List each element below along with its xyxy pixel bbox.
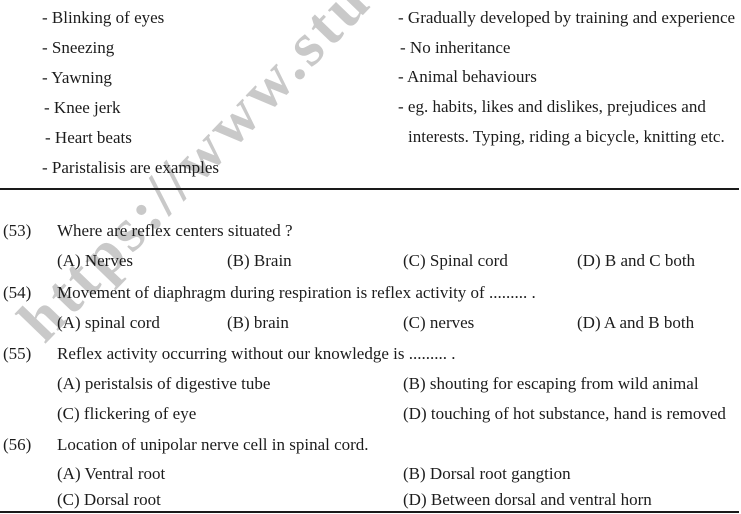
note-item: - Heart beats (45, 128, 132, 147)
option: (C) flickering of eye (57, 404, 197, 423)
note-item: - eg. habits, likes and dislikes, prejud… (398, 97, 706, 116)
note-item: - Animal behaviours (398, 67, 537, 86)
note-item: - Sneezing (42, 38, 115, 57)
option: (B) Dorsal root gangtion (403, 464, 571, 483)
question-text: Where are reflex centers situated ? (57, 221, 293, 240)
note-item-wrap: interests. Typing, riding a bicycle, kni… (408, 127, 725, 146)
option: (A) peristalsis of digestive tube (57, 374, 271, 393)
question-number: (55) (3, 344, 32, 363)
option: (D) B and C both (577, 251, 696, 270)
option: (B) Brain (227, 251, 292, 270)
option: (C) Dorsal root (57, 490, 161, 509)
option: (A) Nerves (57, 251, 133, 270)
question-number: (54) (3, 283, 32, 302)
option: (C) Spinal cord (403, 251, 508, 270)
option: (D) A and B both (577, 313, 695, 332)
option: (B) brain (227, 313, 289, 332)
separator-line (0, 511, 739, 513)
separator-line (0, 188, 739, 190)
question-number: (56) (3, 435, 32, 454)
question-text: Movement of diaphragm during respiration… (57, 283, 536, 302)
note-item: - Gradually developed by training and ex… (398, 8, 736, 27)
option: (D) touching of hot substance, hand is r… (403, 404, 726, 423)
note-item: - Paristalisis are examples (42, 158, 220, 177)
note-item: - Knee jerk (44, 98, 121, 117)
question-text: Location of unipolar nerve cell in spina… (57, 435, 369, 454)
option: (A) spinal cord (57, 313, 160, 332)
note-item: - Yawning (42, 68, 112, 87)
option: (C) nerves (403, 313, 475, 332)
note-item: - No inheritance (400, 38, 511, 57)
note-item: - Blinking of eyes (42, 8, 165, 27)
option: (A) Ventral root (57, 464, 166, 483)
option: (B) shouting for escaping from wild anim… (403, 374, 699, 393)
question-text: Reflex activity occurring without our kn… (57, 344, 456, 363)
question-number: (53) (3, 221, 32, 240)
option: (D) Between dorsal and ventral horn (403, 490, 652, 509)
